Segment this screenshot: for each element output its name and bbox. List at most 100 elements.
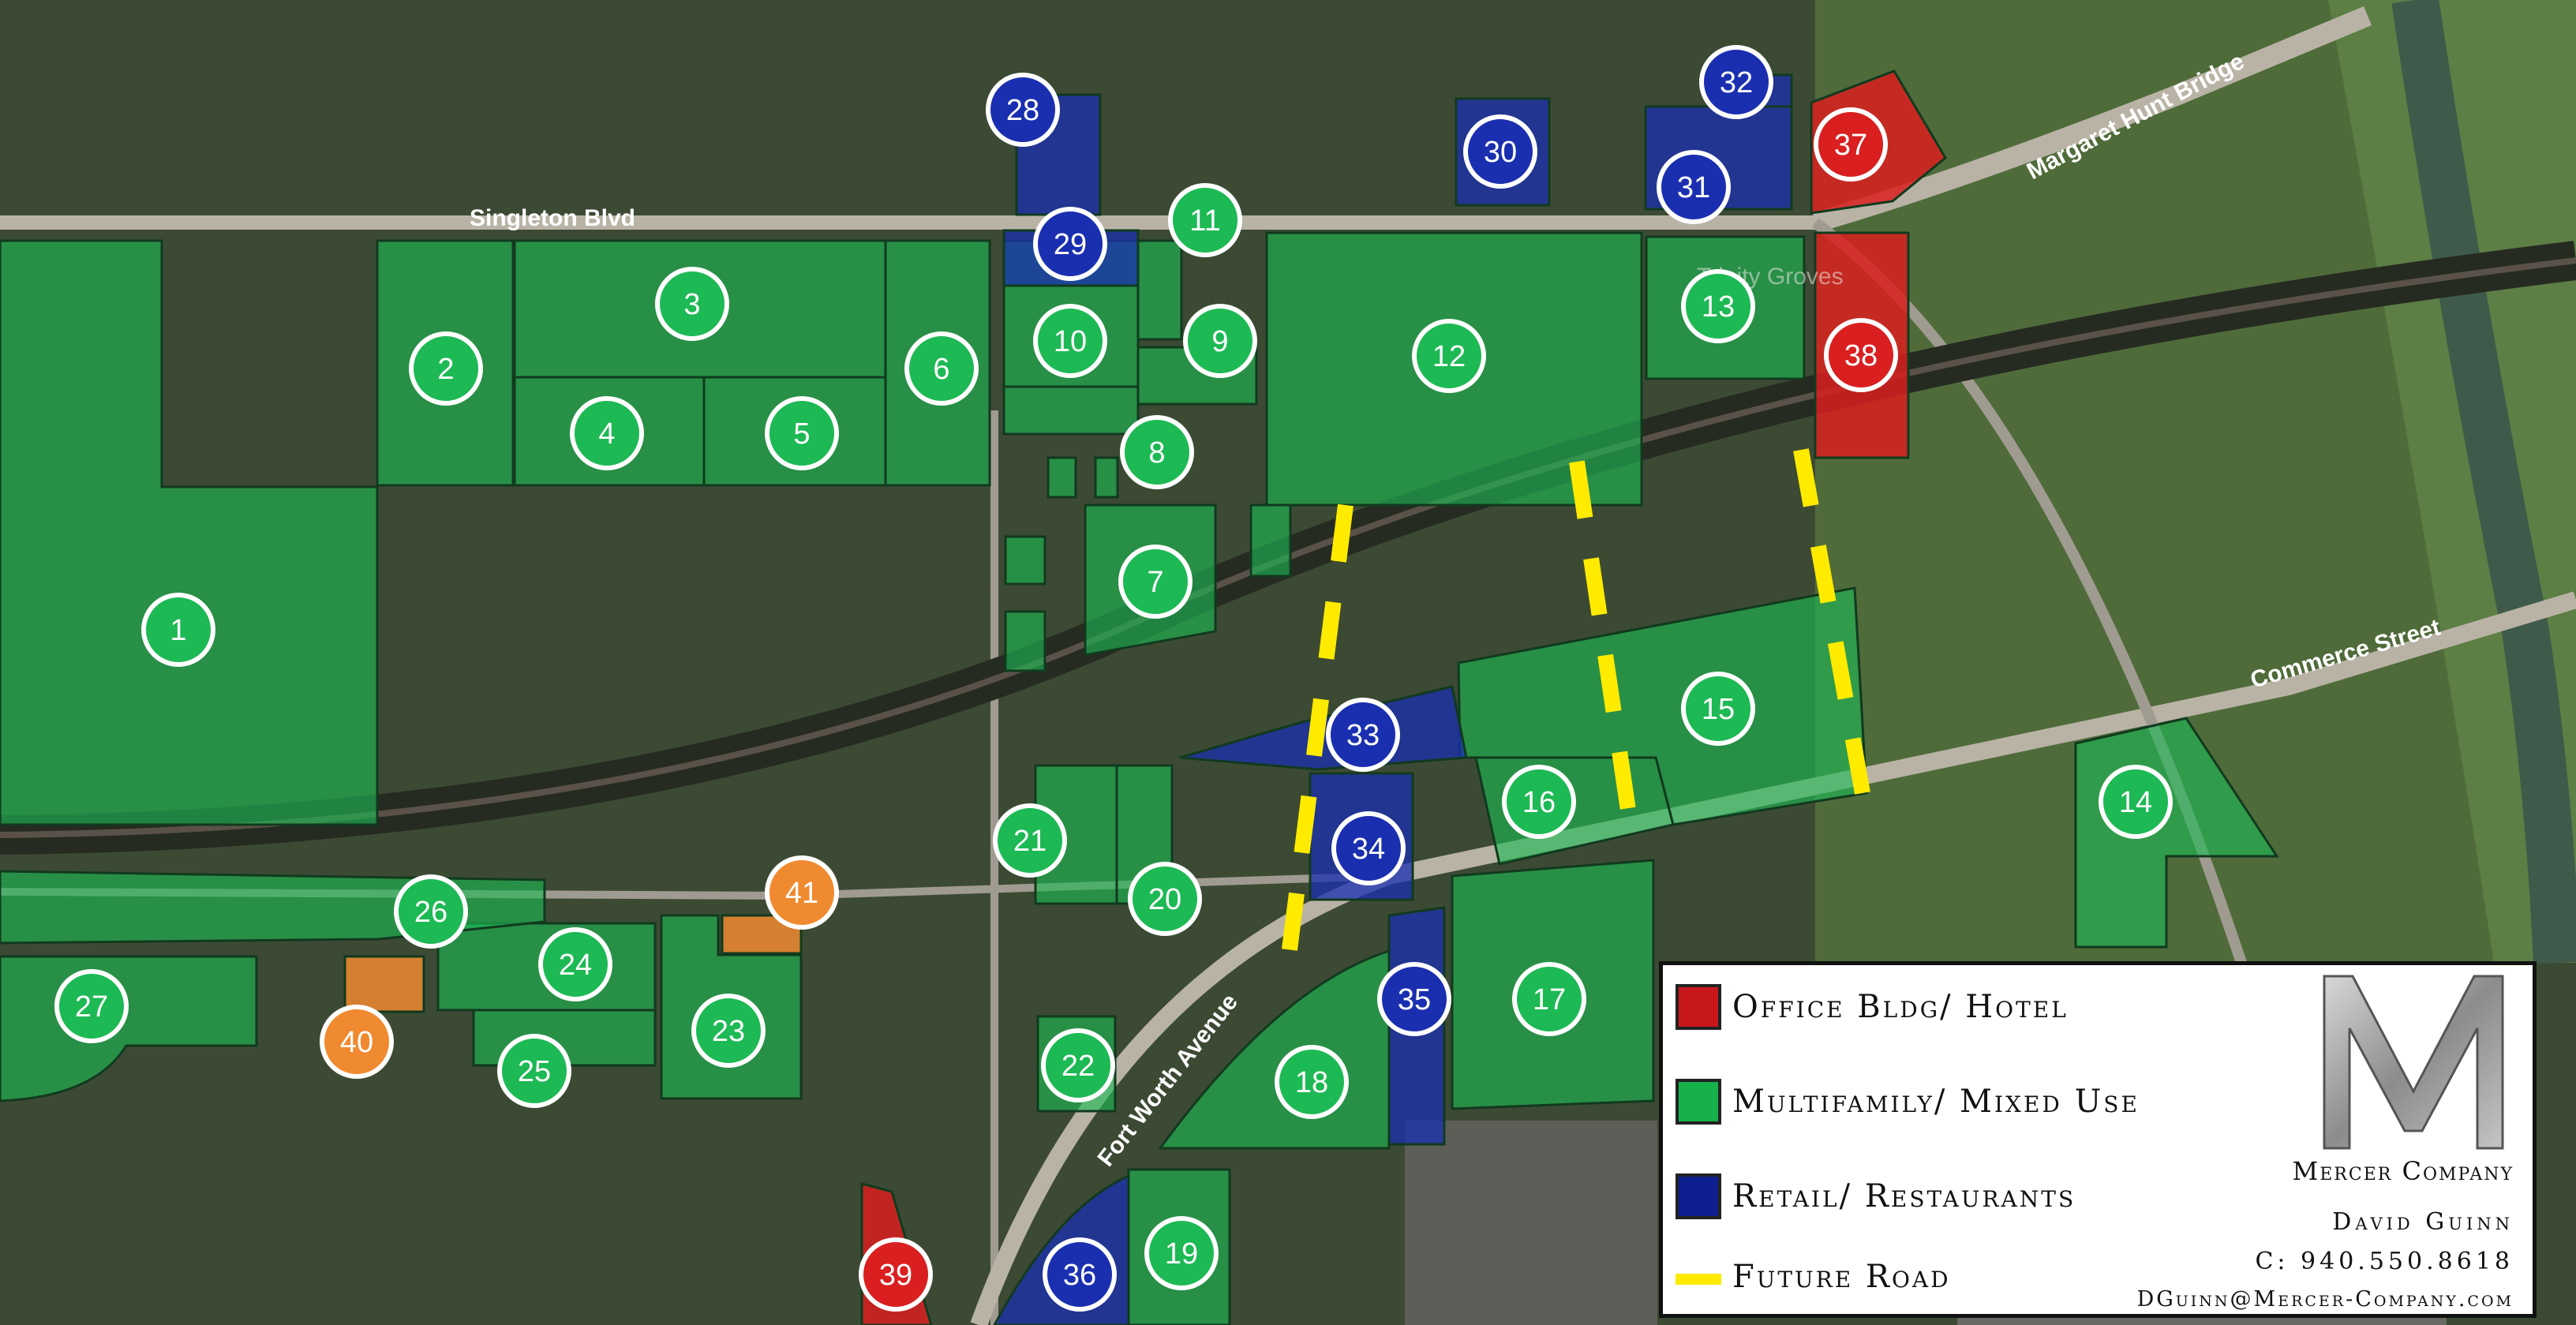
marker-number: 22 xyxy=(1061,1050,1095,1083)
parcel-marker-31[interactable]: 31 xyxy=(1657,150,1731,224)
parcel-marker-18[interactable]: 18 xyxy=(1275,1045,1349,1119)
marker-circle xyxy=(993,803,1067,878)
parcel-marker-3[interactable]: 3 xyxy=(655,267,729,341)
contact-name: David Guinn xyxy=(2332,1208,2514,1236)
marker-number: 34 xyxy=(1352,833,1385,866)
parcel-marker-28[interactable]: 28 xyxy=(986,73,1060,147)
parcel-marker-30[interactable]: 30 xyxy=(1463,114,1537,189)
marker-number: 17 xyxy=(1533,983,1566,1016)
marker-circle xyxy=(1681,672,1755,746)
marker-number: 31 xyxy=(1677,171,1710,204)
parcel-marker-4[interactable]: 4 xyxy=(570,396,644,470)
parcel-marker-34[interactable]: 34 xyxy=(1331,811,1406,885)
marker-number: 16 xyxy=(1522,786,1556,819)
parcel-marker-37[interactable]: 37 xyxy=(1814,107,1888,182)
parcel-marker-23[interactable]: 23 xyxy=(691,994,766,1068)
marker-circle xyxy=(986,73,1060,147)
parcel-marker-32[interactable]: 32 xyxy=(1699,45,1773,119)
marker-number: 14 xyxy=(2119,786,2152,819)
marker-circle xyxy=(538,927,612,1001)
parcel-marker-24[interactable]: 24 xyxy=(538,927,612,1001)
parcel-marker-41[interactable]: 41 xyxy=(765,855,839,930)
legend-item-office: Office Bldg/ Hotel xyxy=(1676,979,2069,1035)
marker-number: 3 xyxy=(683,288,700,321)
marker-circle xyxy=(1377,962,1451,1036)
marker-circle xyxy=(1502,765,1576,839)
marker-number: 24 xyxy=(559,949,592,982)
parcel-marker-38[interactable]: 38 xyxy=(1824,318,1898,392)
parcel-marker-16[interactable]: 16 xyxy=(1502,765,1576,839)
parcel-marker-9[interactable]: 9 xyxy=(1183,304,1257,378)
legend-swatch-multifamily xyxy=(1676,1079,1721,1125)
marker-circle xyxy=(1144,1216,1219,1290)
marker-number: 15 xyxy=(1702,693,1735,726)
marker-number: 9 xyxy=(1211,325,1228,358)
marker-circle xyxy=(1041,1028,1115,1102)
marker-circle xyxy=(1814,107,1888,182)
marker-number: 27 xyxy=(75,990,108,1024)
legend-swatch-office xyxy=(1676,984,1721,1030)
parcel-marker-5[interactable]: 5 xyxy=(765,396,839,470)
parcel-marker-12[interactable]: 12 xyxy=(1412,319,1486,393)
parcel-marker-22[interactable]: 22 xyxy=(1041,1028,1115,1102)
parcel-marker-19[interactable]: 19 xyxy=(1144,1216,1219,1290)
parcel-marker-25[interactable]: 25 xyxy=(497,1034,571,1108)
marker-circle xyxy=(1128,862,1202,936)
parcel-marker-13[interactable]: 13 xyxy=(1681,269,1755,343)
marker-circle xyxy=(1033,304,1107,378)
parcel-marker-36[interactable]: 36 xyxy=(1043,1237,1117,1312)
parcel-marker-1[interactable]: 1 xyxy=(141,593,215,667)
marker-circle xyxy=(904,331,979,406)
marker-circle xyxy=(1412,319,1486,393)
legend-swatch-future-road xyxy=(1676,1274,1721,1285)
parcel-marker-26[interactable]: 26 xyxy=(394,874,468,949)
marker-circle xyxy=(409,331,483,406)
parcel-marker-27[interactable]: 27 xyxy=(54,969,129,1043)
marker-number: 11 xyxy=(1189,204,1220,238)
marker-number: 26 xyxy=(414,896,447,929)
marker-number: 18 xyxy=(1295,1066,1328,1099)
parcel-marker-14[interactable]: 14 xyxy=(2099,765,2173,839)
parcel-marker-10[interactable]: 10 xyxy=(1033,304,1107,378)
marker-number: 8 xyxy=(1148,436,1165,470)
parcel-marker-33[interactable]: 33 xyxy=(1326,698,1400,772)
marker-circle xyxy=(1657,150,1731,224)
parcel-marker-40[interactable]: 40 xyxy=(320,1005,394,1079)
parcel-marker-7[interactable]: 7 xyxy=(1118,545,1193,619)
marker-number: 25 xyxy=(518,1055,551,1088)
parcel-marker-29[interactable]: 29 xyxy=(1033,207,1107,281)
marker-circle xyxy=(1183,304,1257,378)
mercer-logo xyxy=(2323,975,2504,1150)
marker-number: 39 xyxy=(879,1259,912,1292)
parcel-marker-11[interactable]: 11 xyxy=(1168,183,1242,257)
parcel-marker-20[interactable]: 20 xyxy=(1128,862,1202,936)
marker-number: 2 xyxy=(437,353,454,386)
parcel-marker-2[interactable]: 2 xyxy=(409,331,483,406)
marker-circle xyxy=(1326,698,1400,772)
marker-number: 37 xyxy=(1834,129,1867,162)
marker-number: 40 xyxy=(340,1026,373,1059)
marker-number: 35 xyxy=(1398,983,1431,1016)
parcel-marker-21[interactable]: 21 xyxy=(993,803,1067,878)
marker-number: 32 xyxy=(1720,66,1753,99)
marker-number: 20 xyxy=(1148,883,1181,916)
marker-circle xyxy=(1118,545,1193,619)
contact-phone: C: 940.550.8618 xyxy=(2255,1248,2514,1275)
marker-circle xyxy=(1463,114,1537,189)
parcel-marker-8[interactable]: 8 xyxy=(1120,415,1194,489)
parcel-marker-35[interactable]: 35 xyxy=(1377,962,1451,1036)
marker-number: 41 xyxy=(785,877,818,910)
marker-number: 5 xyxy=(793,417,810,451)
marker-number: 7 xyxy=(1147,566,1163,599)
parcel-marker-17[interactable]: 17 xyxy=(1512,962,1586,1036)
legend: Office Bldg/ Hotel Multifamily/ Mixed Us… xyxy=(1659,961,2537,1318)
marker-circle xyxy=(394,874,468,949)
marker-circle xyxy=(2099,765,2173,839)
legend-item-future-road: Future Road xyxy=(1676,1249,1951,1304)
parcel-marker-39[interactable]: 39 xyxy=(859,1237,933,1312)
parcel-marker-6[interactable]: 6 xyxy=(904,331,979,406)
marker-number: 12 xyxy=(1432,340,1466,373)
parcel-marker-15[interactable]: 15 xyxy=(1681,672,1755,746)
marker-circle xyxy=(1512,962,1586,1036)
